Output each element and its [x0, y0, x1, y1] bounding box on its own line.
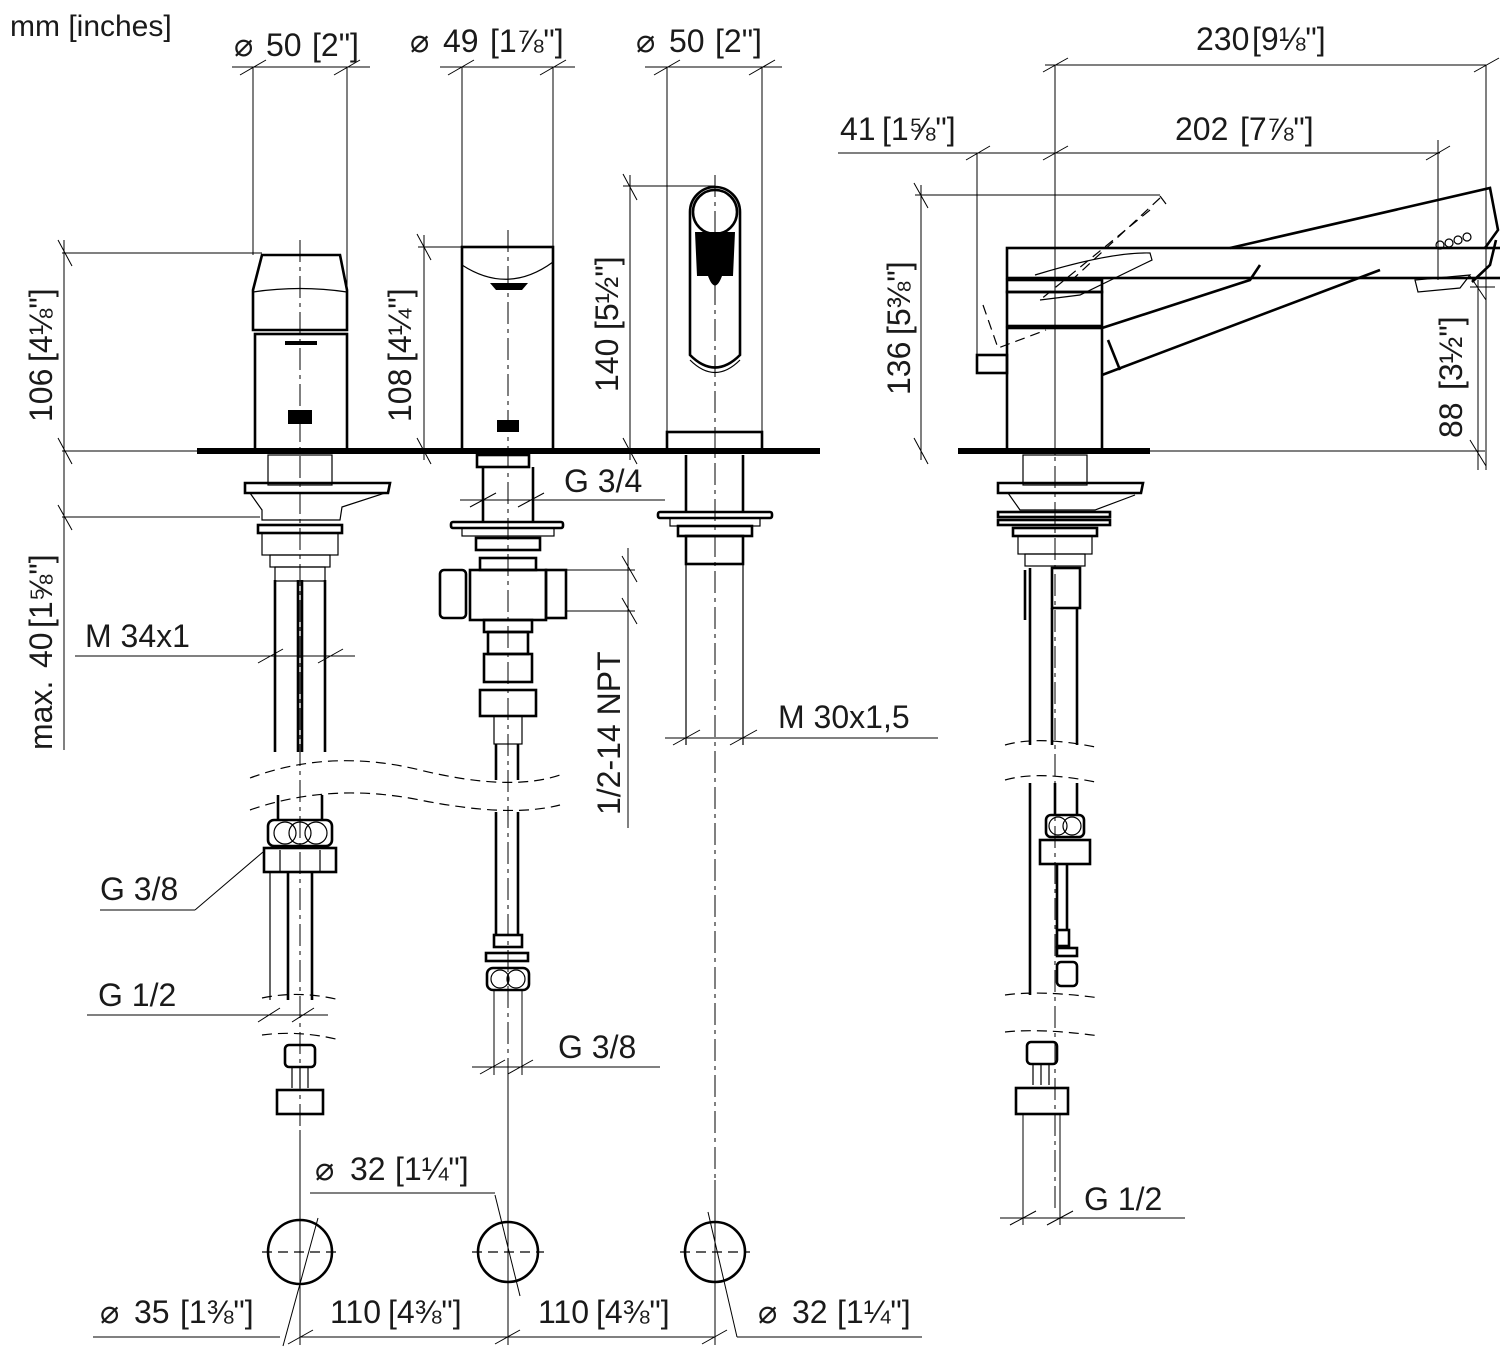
hole-left	[262, 1217, 338, 1347]
diameter-symbol: ⌀	[315, 1151, 334, 1187]
center-height-inch: [4¼"]	[382, 288, 418, 362]
spacing-left-inch: [4⅜"]	[388, 1294, 462, 1330]
spout-thread-label: M 30x1,5	[778, 699, 910, 735]
left-hose-lower-label: G 1/2	[98, 977, 176, 1013]
side-lever-offset-inch: [1⅝"]	[882, 111, 956, 147]
diameter-symbol: ⌀	[100, 1294, 119, 1330]
diameter-symbol: ⌀	[636, 23, 655, 59]
side-outlet-height-inch: [3½"]	[1433, 316, 1469, 390]
spacing-left-mm: 110	[330, 1294, 381, 1330]
hole-left-mm: 35	[134, 1294, 170, 1330]
left-handle-view: ⌀ 50 [2"] 106 [4⅛"] max. 40 [1⅝"]	[23, 27, 561, 1200]
left-thread-label: M 34x1	[85, 618, 190, 654]
side-height-inch: [5⅜"]	[881, 261, 917, 335]
left-diameter-mm: 50	[266, 27, 302, 63]
hole-layout: ⌀ 32 [1¼"] ⌀ 35 [1⅜"] 110 [4⅜"] 110 [4⅜"…	[93, 1080, 922, 1347]
spout-diameter-dimension: ⌀ 50 [2"]	[636, 23, 762, 59]
hole-center	[310, 1192, 544, 1297]
center-diameter-inch: [1⅞"]	[490, 23, 564, 59]
hole-right-mm: 32	[792, 1294, 828, 1330]
side-spout-reach-inch: [7⅞"]	[1240, 111, 1314, 147]
spout-diameter-mm: 50	[669, 23, 705, 59]
hole-right	[680, 1211, 922, 1338]
spout-height-mm: 140	[589, 339, 625, 392]
units-label: mm [inches]	[10, 10, 172, 43]
side-outlet-height-mm: 88	[1433, 402, 1469, 438]
spacing-right-inch: [4⅜"]	[596, 1294, 670, 1330]
center-thread-label: G 3/4	[564, 463, 642, 499]
side-total-length-mm: 230	[1196, 21, 1249, 57]
center-hose-label: G 3/8	[558, 1029, 636, 1065]
left-height-inch: [4⅛"]	[23, 288, 59, 362]
left-underdeck-prefix: max.	[23, 681, 59, 750]
left-height-mm: 106	[23, 369, 59, 422]
side-spout-reach-mm: 202	[1175, 111, 1228, 147]
hole-right-inch: [1¼"]	[837, 1294, 911, 1330]
hole-center-mm: 32	[350, 1151, 386, 1187]
left-underdeck-inch: [1⅝"]	[23, 554, 59, 628]
side-lever-offset-mm: 41	[840, 111, 876, 147]
left-underdeck-mm: 40	[23, 632, 59, 668]
center-diameter-dimension: ⌀ 49 [1⅞"]	[410, 23, 564, 59]
side-hose-label: G 1/2	[1084, 1181, 1162, 1217]
left-diameter-inch: [2"]	[312, 27, 359, 63]
center-height-mm: 108	[382, 369, 418, 422]
side-height-mm: 136	[881, 342, 917, 395]
hole-center-inch: [1¼"]	[395, 1151, 469, 1187]
diameter-symbol: ⌀	[410, 23, 429, 59]
side-total-length-inch: [9⅛"]	[1252, 21, 1326, 57]
center-handle-view: ⌀ 49 [1⅞"] 108 [4¼"] G 3/4	[382, 23, 665, 1080]
center-diameter-mm: 49	[443, 23, 479, 59]
side-view: 230 [9⅛"] 41 [1⅝"] 202 [7⅞"] 136 [5⅜"]	[838, 21, 1500, 1226]
spout-height-inch: [5½"]	[589, 256, 625, 330]
spout-front-view: ⌀ 50 [2"] 140 [5½"] M 30x1,5	[589, 23, 938, 1220]
center-npt-label: 1/2-14 NPT	[591, 651, 627, 815]
diameter-symbol: ⌀	[758, 1294, 777, 1330]
left-hose-upper-label: G 3/8	[100, 871, 178, 907]
spout-diameter-inch: [2"]	[715, 23, 762, 59]
hole-left-inch: [1⅜"]	[180, 1294, 254, 1330]
diameter-symbol: ⌀	[234, 27, 253, 63]
left-diameter-dimension: ⌀ 50 [2"]	[234, 27, 359, 63]
spacing-right-mm: 110	[538, 1294, 589, 1330]
